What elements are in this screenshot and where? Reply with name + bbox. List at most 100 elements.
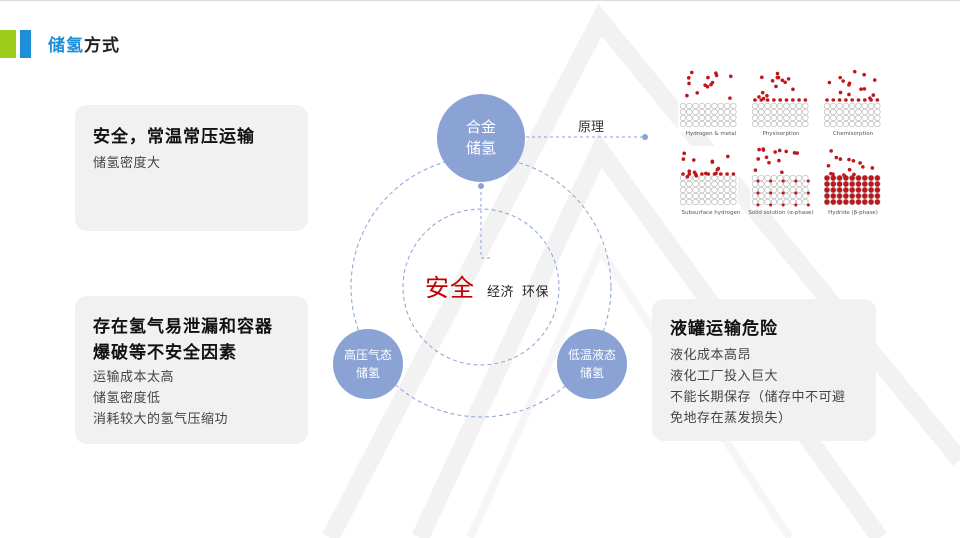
node-hp-line1: 高压气态 xyxy=(343,348,392,362)
lattice-atom xyxy=(770,102,777,110)
hydride-atom xyxy=(849,193,855,199)
hydride-atom xyxy=(824,193,830,199)
hydride-atom xyxy=(855,181,862,187)
lattice-atom xyxy=(764,174,771,182)
lattice-atom xyxy=(723,180,731,188)
hydride-atom xyxy=(855,193,862,199)
lattice-atom xyxy=(711,114,718,122)
hydrogen-atom xyxy=(841,79,845,83)
hydride-atom xyxy=(855,175,862,181)
lattice-atom xyxy=(711,174,718,182)
lattice-atom xyxy=(730,192,737,200)
lattice-atom xyxy=(855,114,862,122)
lattice-atom xyxy=(836,114,843,122)
card-alloy-advantages: 安全，常温常压运输 储氢密度大 xyxy=(75,105,308,231)
mechanism-caption-5: Solid solution (α-phase) xyxy=(748,210,814,216)
lattice-atom xyxy=(830,114,837,122)
lattice-atom xyxy=(783,102,790,110)
hydrogen-atom xyxy=(775,71,780,76)
center-label: 安全 经济 环保 xyxy=(425,268,549,303)
node-low-temp-storage: 低温液态 储氢 xyxy=(557,329,627,399)
node-alloy-line1: 合金 xyxy=(465,118,496,136)
adsorbed-hydrogen xyxy=(844,98,848,102)
lattice-atom xyxy=(679,180,687,188)
lattice-atom xyxy=(770,198,777,206)
hydrogen-atom xyxy=(847,92,851,97)
hydride-atom xyxy=(837,193,843,199)
hydrogen-atom xyxy=(765,93,769,98)
lattice-atom xyxy=(874,108,881,116)
lattice-atom xyxy=(751,192,759,200)
hydride-atom xyxy=(874,175,880,181)
hydride-atom xyxy=(874,187,880,193)
lattice-atom xyxy=(698,120,706,128)
dissolved-hydrogen xyxy=(794,203,798,207)
node-alloy-storage: 合金 储氢 xyxy=(437,94,525,182)
lattice-atom xyxy=(730,186,737,194)
lattice-atom xyxy=(868,102,875,110)
center-tag-economy: 经济 xyxy=(487,285,515,300)
lattice-atom xyxy=(789,102,796,110)
adsorbed-hydrogen xyxy=(693,172,698,176)
hydride-atom xyxy=(849,175,855,181)
lattice-atom xyxy=(802,198,809,206)
hydride-atom xyxy=(830,181,836,187)
card-lt-line-2: 液化工厂投入巨大 xyxy=(670,369,779,384)
lattice-atom xyxy=(758,102,765,110)
lattice-atom xyxy=(698,192,706,200)
hydride-atom xyxy=(849,199,855,205)
lattice-atom xyxy=(711,120,718,128)
title-accent-green xyxy=(0,30,16,58)
lattice-atom xyxy=(730,108,737,116)
adsorbed-hydrogen xyxy=(759,98,764,102)
hydrogen-atom xyxy=(780,170,784,175)
hydride-atom xyxy=(843,181,849,187)
lattice-atom xyxy=(802,108,809,116)
hydrogen-atom xyxy=(792,151,797,155)
adsorbed-hydrogen xyxy=(725,172,729,176)
hydride-atom xyxy=(824,175,830,181)
hydride-atom xyxy=(843,199,849,205)
hydride-atom xyxy=(862,181,868,187)
card-lt-line-3: 不能长期保存（储存中不可避 xyxy=(670,390,846,405)
hydrogen-atom xyxy=(791,87,795,92)
lattice-atom xyxy=(711,186,718,194)
lattice-atom xyxy=(802,180,809,188)
lattice-atom xyxy=(717,180,724,188)
dissolved-hydrogen xyxy=(781,203,785,207)
hydrogen-atom xyxy=(827,80,832,85)
lattice-atom xyxy=(698,174,706,182)
hydrogen-atom xyxy=(852,69,857,74)
page-title: 储氢方式 xyxy=(48,31,120,56)
lattice-atom xyxy=(849,120,856,128)
hydride-atom xyxy=(830,187,836,193)
lattice-atom xyxy=(723,108,731,116)
card-lt-line-1: 液化成本高昂 xyxy=(670,348,752,363)
adsorbed-hydrogen xyxy=(797,98,801,102)
lattice-atom xyxy=(795,174,803,182)
lattice-atom xyxy=(802,186,809,194)
hydrogen-atom xyxy=(728,74,733,79)
lattice-atom xyxy=(842,108,849,116)
lattice-atom xyxy=(751,180,759,188)
lattice-atom xyxy=(698,114,706,122)
lattice-atom xyxy=(758,114,765,122)
lattice-atom xyxy=(770,108,777,116)
hydride-atom xyxy=(868,193,874,199)
lattice-atom xyxy=(789,198,796,206)
lattice-atom xyxy=(711,102,718,110)
lattice-atom xyxy=(711,192,718,200)
lattice-atom xyxy=(770,180,777,188)
hydrogen-atom xyxy=(764,155,769,160)
lattice-atom xyxy=(777,114,784,122)
lattice-atom xyxy=(789,114,796,122)
lattice-atom xyxy=(705,120,712,128)
lattice-atom xyxy=(795,120,803,128)
lattice-atom xyxy=(711,108,718,116)
lattice-atom xyxy=(764,120,771,128)
connector-alloy-to-center xyxy=(480,186,492,259)
lattice-atom xyxy=(705,102,712,110)
lattice-atom xyxy=(764,198,771,206)
lattice-atom xyxy=(717,174,724,182)
hydrogen-atom xyxy=(760,75,764,80)
